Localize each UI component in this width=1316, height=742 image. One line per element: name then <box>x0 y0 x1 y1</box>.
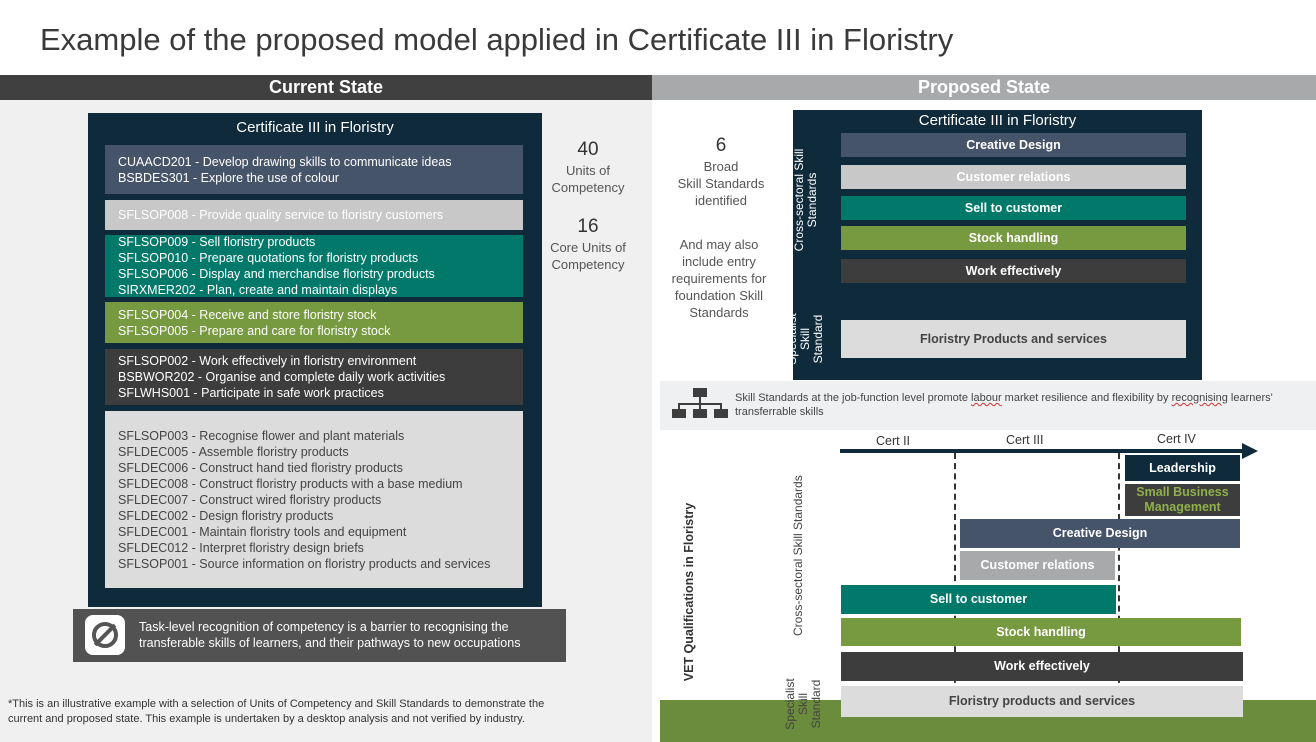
footnote-line: *This is an illustrative example with a … <box>8 698 545 710</box>
footnote-line: current and proposed state. This example… <box>8 713 525 725</box>
unit-line: SFLSOP002 - Work effectively in floristr… <box>118 354 417 368</box>
current-certificate-box: Certificate III in Floristry CUAACD201 -… <box>88 113 542 607</box>
vet-qualifications-label: VET Qualifications in Floristry <box>682 502 696 682</box>
note-line: Standards <box>689 305 749 320</box>
unit-line: SFLSOP003 - Recognise flower and plant m… <box>118 428 405 443</box>
barrier-note: Task-level recognition of competency is … <box>73 609 566 662</box>
bar-sell-to-customer: Sell to customer <box>841 196 1186 220</box>
roadmap-floristry-products: Floristry products and services <box>841 686 1243 717</box>
bar-creative-design: Creative Design <box>841 133 1186 157</box>
unit-group-stock: SFLSOP004 - Receive and store floristry … <box>105 302 523 343</box>
note-line: foundation Skill <box>674 288 764 303</box>
unit-group-design: CUAACD201 - Develop drawing skills to co… <box>105 145 523 194</box>
roadmap-stock-handling: Stock handling <box>841 618 1241 646</box>
unit-line: SFLDEC002 - Design floristry products <box>118 508 334 523</box>
skill-standards-stat: 6 Broad Skill Standards identified <box>660 134 782 209</box>
unit-line: BSBDES301 - Explore the use of colour <box>118 170 339 185</box>
unit-line: SIRXMER202 - Plan, create and maintain d… <box>118 283 398 297</box>
roadmap-small-business: Small Business Management <box>1125 484 1240 516</box>
roadmap-specialist-label: Specialist Skill Standard <box>783 678 823 730</box>
unit-line: SFLDEC007 - Construct wired floristry pr… <box>118 492 382 507</box>
roadmap-sell-to-customer: Sell to customer <box>841 585 1116 614</box>
stat-label: identified <box>694 193 748 208</box>
proposed-certificate-title: Certificate III in Floristry <box>918 112 1077 129</box>
stat-number: 6 <box>715 135 727 156</box>
unit-line: SFLDEC006 - Construct hand tied floristr… <box>118 460 403 475</box>
stat-number: 16 <box>577 216 599 237</box>
note-line: include entry <box>682 254 756 269</box>
stat-label: Units of <box>565 163 611 178</box>
note-line: Task-level recognition of competency is … <box>139 620 509 634</box>
unit-line: SFLDEC008 - Construct floristry products… <box>118 476 463 491</box>
level-cert-iii: Cert III <box>1006 433 1044 447</box>
note-line: transferable skills of learners, and the… <box>139 636 521 650</box>
roadmap-customer-relations: Customer relations <box>960 551 1115 580</box>
roadmap-leadership: Leadership <box>1125 455 1240 481</box>
bar-work-effectively: Work effectively <box>841 259 1186 283</box>
unit-line: SFLSOP005 - Prepare and care for florist… <box>118 323 391 338</box>
org-chart-icon <box>672 388 728 418</box>
stat-label: Skill Standards <box>677 176 765 191</box>
stat-label: Core Units of <box>550 240 626 255</box>
footnote: *This is an illustrative example with a … <box>8 697 648 727</box>
roadmap-cross-sectoral-label: Cross-sectoral Skill Standards <box>791 475 805 636</box>
proposed-certificate-box: Certificate III in Floristry Cross-secto… <box>785 110 1202 380</box>
unit-line: SFLDEC012 - Interpret floristry design b… <box>118 540 364 555</box>
bar-customer-relations: Customer relations <box>841 165 1186 189</box>
unit-line: CUAACD201 - Develop drawing skills to co… <box>118 154 452 169</box>
bar-stock-handling: Stock handling <box>841 226 1186 250</box>
stat-label: Competency <box>551 180 625 195</box>
specialist-label: Specialist Skill Standard <box>785 313 825 365</box>
units-of-competency-stat: 40 Units of Competency <box>544 138 632 196</box>
proposed-state-header: Proposed State <box>652 75 1316 100</box>
bar-line: Management <box>1144 500 1221 514</box>
unit-line: SFLSOP010 - Prepare quotations for flori… <box>118 251 419 265</box>
unit-group-specialist: SFLSOP003 - Recognise flower and plant m… <box>105 411 523 588</box>
barrier-note-text: Task-level recognition of competency is … <box>139 619 520 651</box>
divider-cert-iii-iv <box>1118 453 1120 693</box>
level-cert-iv: Cert IV <box>1157 432 1196 446</box>
level-cert-ii: Cert II <box>876 434 911 448</box>
unit-line: SFLSOP006 - Display and merchandise flor… <box>118 267 435 281</box>
bar-line: Small Business <box>1136 485 1229 499</box>
divider-cert-ii-iii <box>954 453 956 693</box>
bar-floristry-products: Floristry Products and services <box>841 320 1186 358</box>
unit-group-work: SFLSOP002 - Work effectively in floristr… <box>105 349 523 405</box>
stat-number: 40 <box>577 139 599 160</box>
note-line: And may also <box>679 237 759 252</box>
unit-line: SFLDEC005 - Assemble floristry products <box>118 444 349 459</box>
prohibited-icon <box>85 615 125 655</box>
unit-line: SFLSOP008 - Provide quality service to f… <box>118 208 444 222</box>
unit-line: SFLSOP001 - Source information on floris… <box>118 556 491 571</box>
info-text: Skill Standards at the job-function leve… <box>735 392 1273 418</box>
stat-label: Competency <box>551 257 625 272</box>
unit-line: SFLDEC001 - Maintain floristry tools and… <box>118 524 407 539</box>
page-title: Example of the proposed model applied in… <box>40 22 954 57</box>
unit-line: SFLSOP009 - Sell floristry products <box>118 235 316 249</box>
arrow-head-icon <box>1242 443 1258 459</box>
unit-group-sales: SFLSOP009 - Sell floristry products SFLS… <box>105 235 523 297</box>
unit-line: BSBWOR202 - Organise and complete daily … <box>118 370 446 384</box>
info-strip: Skill Standards at the job-function leve… <box>660 381 1316 430</box>
current-state-header: Current State <box>0 75 652 100</box>
current-certificate-title: Certificate III in Floristry <box>236 119 394 136</box>
cross-sectoral-label: Cross-sectoral Skill Standards <box>792 148 819 252</box>
roadmap-creative-design: Creative Design <box>960 519 1240 548</box>
core-units-stat: 16 Core Units of Competency <box>544 215 632 273</box>
progression-arrow <box>840 449 1244 453</box>
stat-label: Broad <box>703 159 739 174</box>
roadmap-work-effectively: Work effectively <box>841 652 1243 681</box>
note-line: requirements for <box>671 271 767 286</box>
unit-group-customer: SFLSOP008 - Provide quality service to f… <box>105 200 523 230</box>
unit-line: SFLSOP004 - Receive and store floristry … <box>118 307 377 322</box>
unit-line: SFLWHS001 - Participate in safe work pra… <box>118 386 384 400</box>
entry-requirements-note: And may also include entry requirements … <box>657 236 781 321</box>
